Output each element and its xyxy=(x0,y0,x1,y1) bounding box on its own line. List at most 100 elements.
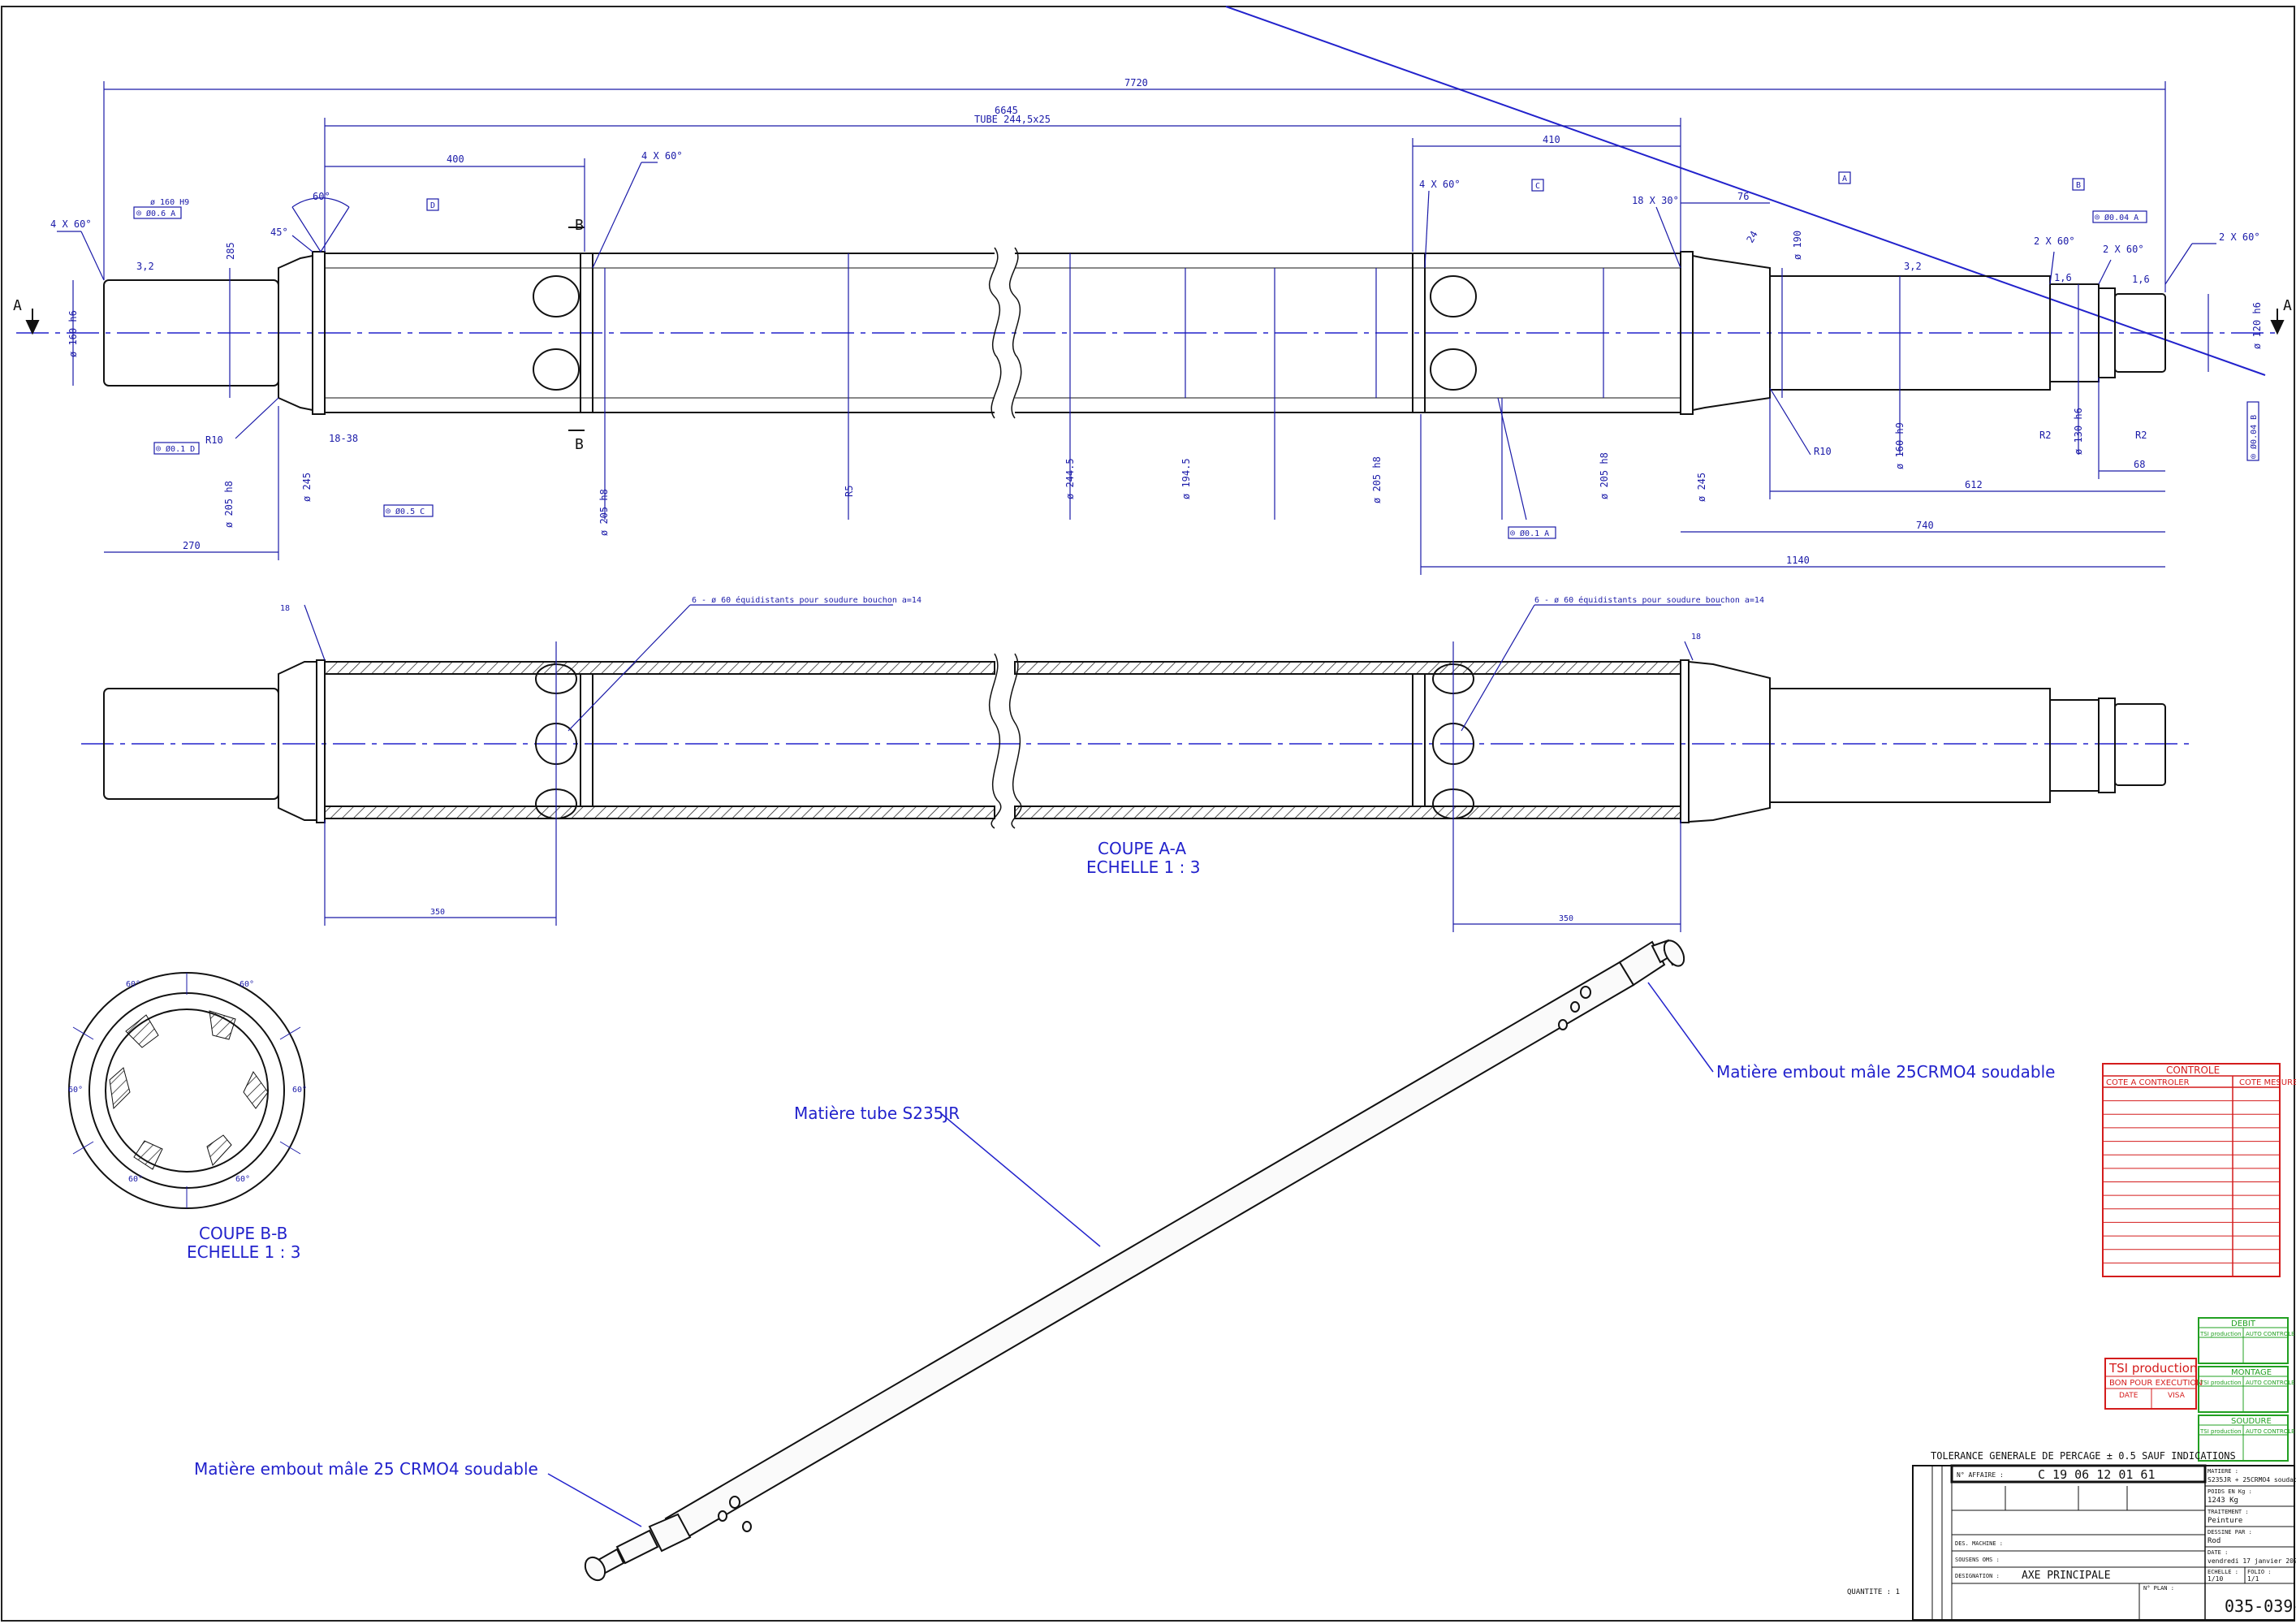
controle-table: CONTROLE COTE A CONTROLER COTE MESUREE xyxy=(2102,1063,2296,1277)
dia-160-h6-left: ø 160 h6 xyxy=(67,310,79,357)
drawing-frame xyxy=(1,6,2295,1622)
datum-b: B xyxy=(2076,181,2081,190)
isometric-shaft xyxy=(584,939,1685,1582)
radius-r2-b: R2 xyxy=(2135,430,2147,441)
designation-value: AXE PRINCIPALE xyxy=(2022,1570,2111,1582)
tolerance-dia-160-h9: ø 160 H9 xyxy=(150,198,189,207)
dia-245-right: ø 245 xyxy=(1696,473,1707,502)
dim-76: 76 xyxy=(1737,191,1749,202)
plan-number: 035-039-0 xyxy=(2225,1596,2296,1616)
section-aa-view xyxy=(81,653,2192,829)
chamfer-hole-left: 4 X 60° xyxy=(641,150,683,162)
affaire-number: C 19 06 12 01 61 xyxy=(2038,1467,2156,1482)
matiere-value: S235JR + 25CRMO4 soudable xyxy=(2208,1476,2296,1484)
dia-130-h6: ø 130 h6 xyxy=(2073,408,2084,455)
green-box-left: TSI production xyxy=(2199,1428,2242,1435)
green-box-right: AUTO CONTROLE xyxy=(2246,1428,2295,1435)
callout-leaders xyxy=(547,982,1714,1527)
dim-400: 400 xyxy=(447,153,464,165)
section-bb-angle-6: 60° xyxy=(235,1175,250,1184)
chamfer-18x30: 18 X 30° xyxy=(1632,195,1679,206)
tolerance-runout-b: ⌾ Ø0.04 A xyxy=(2095,213,2138,222)
section-bb-title: COUPE B-B xyxy=(199,1224,287,1243)
dia-205-h8-hole: ø 205 h8 xyxy=(598,489,610,536)
chamfer-2x60-b: 2 X 60° xyxy=(2103,244,2144,255)
section-a-left: A xyxy=(13,297,22,314)
section-bb-angle-5: 60° xyxy=(128,1175,143,1184)
section-bb-angle-4: 60° xyxy=(292,1086,307,1095)
date-value: vendredi 17 janvier 2020 xyxy=(2208,1557,2296,1565)
section-aa-dim-left: 350 xyxy=(430,908,445,917)
plan-label: N° PLAN : xyxy=(2143,1585,2174,1592)
green-box-left: TSI production xyxy=(2199,1331,2242,1337)
callout-embout-left: Matière embout mâle 25 CRMO4 soudable xyxy=(194,1459,538,1479)
radius-r5: R5 xyxy=(844,486,855,497)
section-aa-dim-right: 350 xyxy=(1559,914,1573,923)
section-aa-weld-right: 18 xyxy=(1691,633,1701,641)
traitement-value: Peinture xyxy=(2208,1517,2242,1525)
dia-205-h8-left: ø 205 h8 xyxy=(223,481,235,528)
tolerance-runout-d: ⌾ Ø0.1 D xyxy=(156,444,195,454)
section-aa-weld-left: 18 xyxy=(280,604,290,613)
quantite-value: QUANTITE : 1 xyxy=(1847,1588,1900,1596)
green-box-right: AUTO CONTROLE xyxy=(2246,1380,2295,1386)
folio-value: 1/1 xyxy=(2247,1575,2259,1583)
chamfer-left: 4 X 60° xyxy=(50,218,92,230)
chamfer-2x60-a: 2 X 60° xyxy=(2034,235,2075,247)
dim-68: 68 xyxy=(2134,459,2145,470)
section-bb-scale: ECHELLE 1 : 3 xyxy=(187,1242,300,1262)
dessine-label: DESSINE PAR : xyxy=(2208,1529,2252,1535)
green-box-right: AUTO CONTROLE xyxy=(2246,1331,2295,1337)
chamfer-hole-right: 4 X 60° xyxy=(1419,179,1461,190)
machine-label: DES. MACHINE : xyxy=(1955,1540,2003,1547)
dia-1945: ø 194.5 xyxy=(1180,458,1192,499)
green-box-title: DEBIT xyxy=(2231,1320,2256,1328)
echelle-value: 1/10 xyxy=(2208,1575,2223,1583)
dia-205-h8-mid: ø 205 h8 xyxy=(1371,456,1383,503)
section-bb-angle-1: 60° xyxy=(126,980,140,989)
green-box-title: SOUDURE xyxy=(2231,1417,2272,1426)
section-b-top: B xyxy=(575,217,584,234)
callout-embout-right: Matière embout mâle 25CRMO4 soudable xyxy=(1716,1062,2055,1082)
dim-612: 612 xyxy=(1965,479,1983,490)
main-view xyxy=(16,227,2285,431)
angle-60: 60° xyxy=(313,191,330,202)
section-bb-view xyxy=(68,972,305,1209)
dim-24: 24 xyxy=(1744,229,1759,245)
angle-45: 45° xyxy=(270,227,288,238)
tolerance-runout-a: ⌾ Ø0.6 A xyxy=(136,209,175,218)
leader-lines xyxy=(57,162,2216,456)
designation-label: DESIGNATION : xyxy=(1955,1573,2000,1579)
dim-1140: 1140 xyxy=(1786,555,1810,566)
matiere-label: MATIERE : xyxy=(2208,1468,2238,1475)
dim-270: 270 xyxy=(183,540,201,551)
poids-value: 1243 Kg xyxy=(2208,1497,2238,1505)
poids-label: POIDS EN Kg : xyxy=(2208,1488,2252,1495)
traitement-label: TRAITEMENT : xyxy=(2208,1509,2249,1515)
dim-285: 285 xyxy=(225,242,236,260)
folio-label: FOLIO : xyxy=(2247,1569,2272,1575)
dim-tube-length: 6645 xyxy=(995,105,1018,116)
controle-col-2: COTE MESUREE xyxy=(2239,1078,2296,1087)
dim-740: 740 xyxy=(1916,520,1934,531)
section-aa-title: COUPE A-A xyxy=(1098,839,1186,858)
tolerance-runout-c: ⌾ Ø0.5 C xyxy=(386,507,425,516)
section-aa-note-right: 6 - ø 60 équidistants pour soudure bouch… xyxy=(1534,595,1764,605)
rough-16-a: 1,6 xyxy=(2054,272,2072,283)
dim-410: 410 xyxy=(1543,134,1560,145)
section-bb-angle-2: 60° xyxy=(240,980,254,989)
tsi-bon-execution: BON POUR EXECUTION xyxy=(2109,1379,2203,1388)
dia-205-h8-right: ø 205 h8 xyxy=(1599,452,1610,499)
tsi-date: DATE xyxy=(2119,1392,2138,1400)
tolerance-runout-b2: ⌾ Ø0.04 B xyxy=(2249,415,2259,459)
affaire-label: N° AFFAIRE : xyxy=(1957,1471,2004,1479)
dia-2445: ø 244.5 xyxy=(1064,458,1076,499)
section-b-bottom: B xyxy=(575,436,584,453)
dia-120-h6: ø 120 h6 xyxy=(2251,302,2263,349)
section-bb-angle-3: 60° xyxy=(68,1086,83,1095)
tolerance-runout-a2: ⌾ Ø0.1 A xyxy=(1510,529,1549,538)
dia-190: ø 190 xyxy=(1792,231,1803,260)
dia-160-h9-right: ø 160 h9 xyxy=(1894,422,1905,469)
